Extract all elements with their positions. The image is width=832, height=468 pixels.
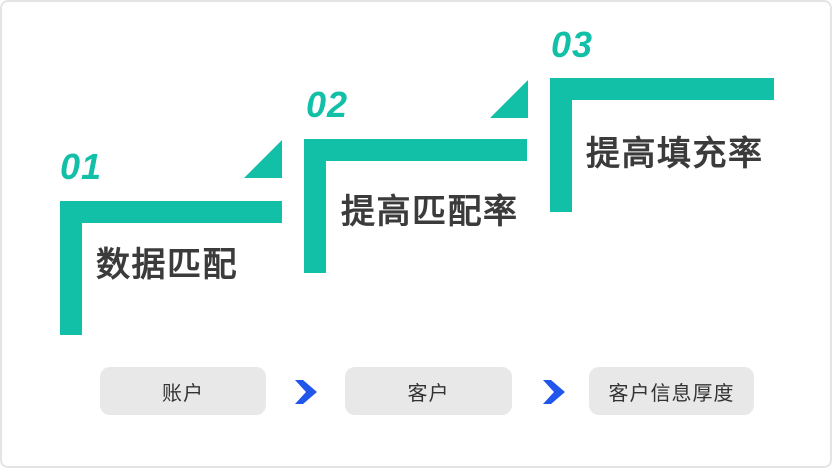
- step-2-number: 02: [306, 84, 349, 125]
- chevron-right-icon: [295, 380, 317, 404]
- step-1-bracket-vertical-bar: [60, 201, 82, 335]
- step-2-up-triangle-icon: [490, 80, 528, 118]
- flow-box-customer-info-depth-label: 客户信息厚度: [608, 382, 735, 405]
- step-1-bracket-horizontal-bar: [60, 201, 282, 223]
- step-1-up-triangle-icon: [244, 140, 282, 178]
- step-3-bracket-vertical-bar: [550, 78, 572, 212]
- step-2-bracket-horizontal-bar: [304, 139, 527, 161]
- step-1-title: 数据匹配: [96, 246, 238, 284]
- step-2-title: 提高匹配率: [341, 193, 519, 231]
- step-3-number: 03: [551, 24, 594, 65]
- flow-box-account: 账户: [100, 367, 266, 415]
- chevron-right-icon: [543, 380, 565, 404]
- step-3-title: 提高填充率: [586, 135, 764, 173]
- step-2-bracket-vertical-bar: [304, 139, 326, 273]
- flow-box-customer-label: 客户: [407, 382, 450, 405]
- flow-box-customer-info-depth: 客户信息厚度: [589, 367, 754, 415]
- flow-box-account-label: 账户: [162, 382, 204, 405]
- flow-box-customer: 客户: [345, 367, 512, 415]
- step-1-number: 01: [60, 146, 103, 187]
- step-3-bracket-horizontal-bar: [550, 78, 774, 100]
